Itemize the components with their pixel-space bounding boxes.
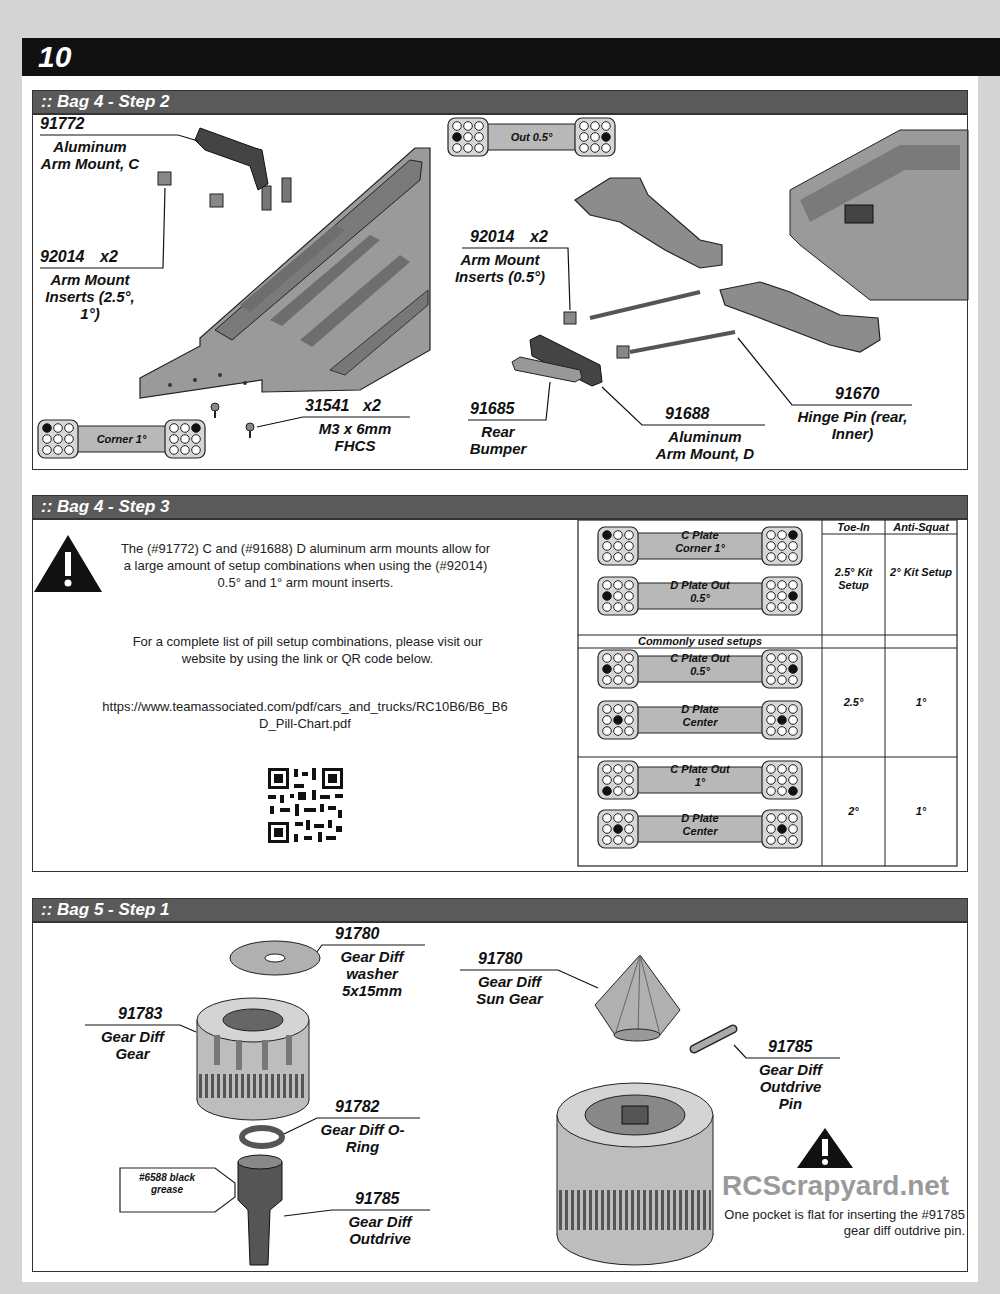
part-name: Aluminum Arm Mount, D <box>654 428 756 462</box>
arm-mount-c <box>158 128 268 207</box>
page-number: 10 <box>22 38 1000 76</box>
table-cell: 2.5° <box>822 696 885 709</box>
table-cell: C Plate Corner 1° <box>665 529 735 555</box>
page-number-band: 10 <box>22 38 1000 76</box>
quantity: x2 <box>530 228 548 246</box>
warning-symbol <box>34 535 102 592</box>
part-number: 92014 <box>470 228 515 246</box>
part-number: 91780 <box>335 925 380 943</box>
table-cell: Commonly used setups <box>578 635 822 648</box>
part-number: 91780 <box>478 950 523 968</box>
screws <box>211 403 254 438</box>
setup-table <box>578 520 957 866</box>
part-name: Gear Diff O-Ring <box>315 1121 410 1155</box>
part-name: Gear Diff Outdrive <box>330 1213 430 1247</box>
part-name: Arm Mount Inserts (2.5°, 1°) <box>35 271 145 322</box>
table-cell: D Plate Center <box>665 703 735 729</box>
table-cell: Anti-Squat <box>885 521 957 534</box>
part-name: Arm Mount Inserts (0.5°) <box>440 251 560 285</box>
watermark: RCScrapyard.net <box>722 1170 949 1202</box>
part-number: 91782 <box>335 1098 380 1116</box>
table-cell: C Plate Out 0.5° <box>665 652 735 678</box>
part-name: Gear Diff washer 5x15mm <box>322 948 422 999</box>
part-name: Gear Diff Gear <box>85 1028 180 1062</box>
url: https://www.teamassociated.com/pdf/cars_… <box>100 698 510 732</box>
table-cell: 2° <box>822 805 885 818</box>
quantity: x2 <box>100 248 118 266</box>
part-name: Gear Diff Sun Gear <box>462 973 557 1007</box>
part-name: Aluminum Arm Mount, C <box>40 138 140 172</box>
part-number: 91670 <box>835 385 880 403</box>
table-cell: 2° Kit Setup <box>889 566 953 579</box>
table-cell: Toe-In <box>822 521 885 534</box>
table-cell: 1° <box>885 696 957 709</box>
chassis <box>140 148 430 398</box>
part-number: 92014 <box>40 248 85 266</box>
part-number: 31541 <box>305 397 350 415</box>
qr-code <box>268 768 343 843</box>
part-name: M3 x 6mm FHCS <box>305 420 405 454</box>
part-number: 91785 <box>768 1038 813 1056</box>
part-name: Rear Bumper <box>458 423 538 457</box>
step-heading: :: Bag 4 - Step 3 <box>33 496 967 520</box>
rear-arms <box>512 130 968 386</box>
note-text: The (#91772) C and (#91688) D aluminum a… <box>118 540 493 591</box>
table-cell: 2.5° Kit Setup <box>826 566 881 592</box>
step-heading: :: Bag 4 - Step 2 <box>33 91 967 115</box>
part-number: 91772 <box>40 115 85 133</box>
grease-label: #6588 black grease <box>124 1172 210 1196</box>
table-cell: D Plate Out 0.5° <box>665 579 735 605</box>
note-text: For a complete list of pill setup combin… <box>110 633 505 667</box>
leader-lines <box>40 135 912 1216</box>
part-number: 91785 <box>355 1190 400 1208</box>
part-number: 91783 <box>118 1005 163 1023</box>
note-text: One pocket is flat for inserting the #91… <box>722 1207 965 1239</box>
table-cell: C Plate Out 1° <box>665 763 735 789</box>
part-name: Gear Diff Outdrive Pin <box>748 1061 833 1112</box>
part-number: 91685 <box>470 400 515 418</box>
part-name: Hinge Pin (rear, Inner) <box>795 408 910 442</box>
step-heading: :: Bag 5 - Step 1 <box>33 899 967 923</box>
pill-label: Out 0.5° <box>488 131 575 144</box>
part-number: 91688 <box>665 405 710 423</box>
pill-label: Corner 1° <box>78 433 165 446</box>
quantity: x2 <box>363 397 381 415</box>
table-cell: D Plate Center <box>665 812 735 838</box>
table-cell: 1° <box>885 805 957 818</box>
